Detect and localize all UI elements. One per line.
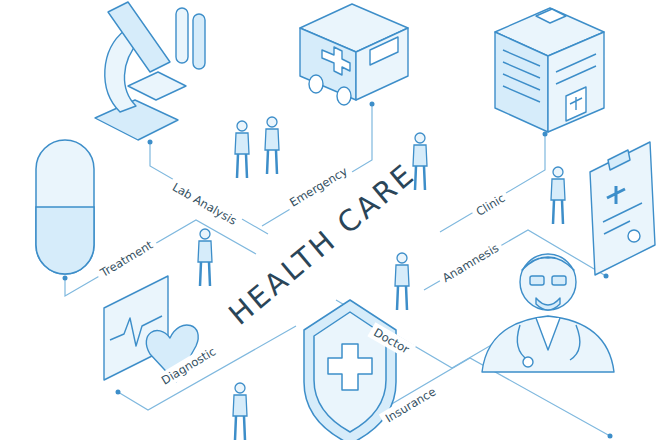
category-label: Clinic <box>470 188 512 222</box>
label-holder: Anamnesis <box>435 236 505 288</box>
category-label: Lab Analysis <box>166 177 243 231</box>
clipboard <box>590 142 655 275</box>
leader-lines <box>63 102 613 439</box>
label-holder: Clinic <box>469 186 512 222</box>
category-label: Anamnesis <box>436 238 505 288</box>
pill-capsule <box>36 140 94 274</box>
ambulance <box>300 4 408 105</box>
label-holder: Treatment <box>93 233 159 283</box>
people <box>198 117 565 440</box>
microscope <box>95 2 205 140</box>
category-label: Treatment <box>94 235 159 283</box>
doctor-bust <box>482 254 614 372</box>
hospital-building <box>495 8 604 132</box>
label-holder: Lab Analysis <box>166 175 244 230</box>
